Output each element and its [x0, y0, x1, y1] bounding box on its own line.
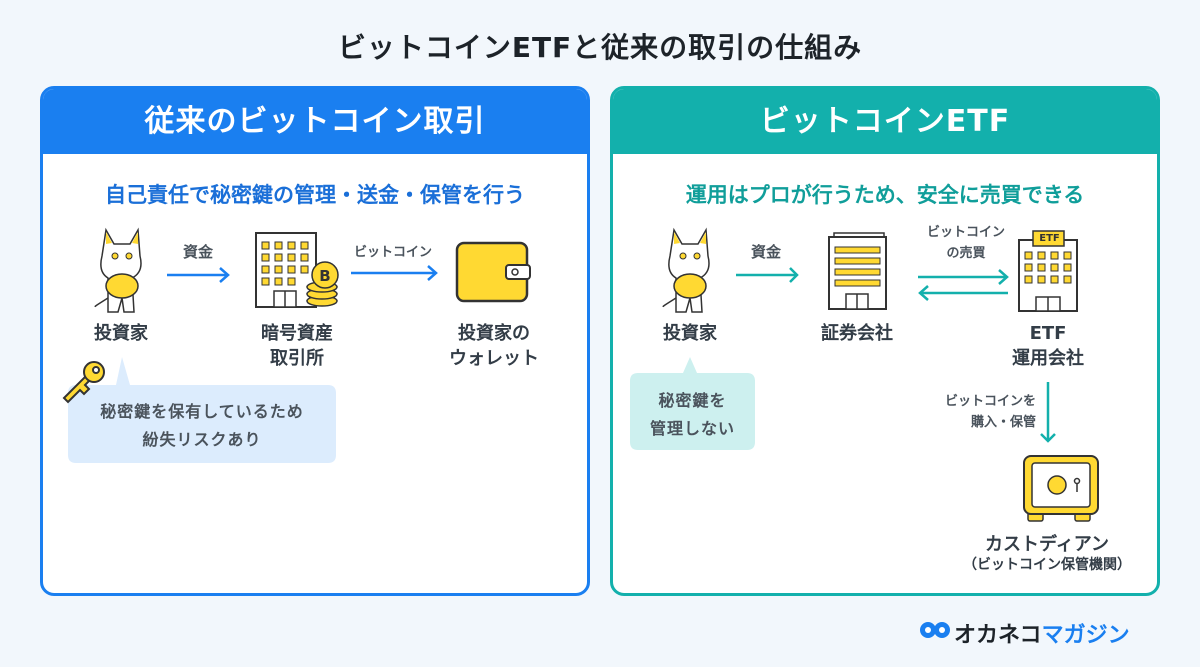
logo-text-1: オカネコ [954, 623, 1042, 648]
risk-note: 秘密鍵を保有しているため紛失リスクあり [100, 402, 304, 449]
logo-text-2: マガジン [1041, 623, 1130, 648]
bidirectional-arrow-icon [918, 269, 1009, 301]
cat-investor-icon [662, 227, 710, 313]
speech-bubble [630, 357, 755, 450]
funds-label: 資金 [182, 243, 214, 261]
cat-investor-icon [94, 227, 142, 313]
logo-icon [920, 622, 950, 638]
custodian-label: カストディアン [984, 534, 1110, 555]
exchange-building-icon: B [255, 232, 339, 308]
speech-bubble [68, 357, 336, 463]
funds-label: 資金 [750, 243, 782, 261]
svg-text:B: B [319, 267, 330, 285]
arrow-right-icon [167, 267, 230, 283]
buy-hold-label: ビットコインを購入・保管 [944, 394, 1036, 430]
securities-company-icon [828, 232, 887, 310]
wallet-label: 投資家のウォレット [449, 323, 539, 369]
investor-label: 投資家 [94, 323, 148, 344]
investor-label: 投資家 [663, 323, 717, 344]
no-key-note: 秘密鍵を管理しない [649, 391, 735, 438]
custodian-sub-label: （ビットコイン保管機関） [963, 557, 1131, 573]
trade-label: ビットコインの売買 [926, 225, 1006, 261]
arrow-right-icon [736, 267, 799, 283]
etf-sign: ETF [1039, 233, 1060, 244]
logo: オカネコマガジン [954, 617, 1130, 649]
broker-label: 証券会社 [821, 323, 893, 344]
arrow-right-icon [351, 265, 438, 281]
wallet-icon [455, 241, 531, 303]
key-icon [62, 361, 105, 404]
safe-icon [1023, 455, 1099, 522]
bitcoin-label: ビットコイン [353, 245, 433, 260]
arrow-down-icon [1040, 382, 1056, 443]
exchange-label: 暗号資産取引所 [261, 323, 333, 369]
page-title: ビットコインETFと従来の取引の仕組み [337, 31, 863, 64]
etf-company-icon [1018, 230, 1078, 312]
